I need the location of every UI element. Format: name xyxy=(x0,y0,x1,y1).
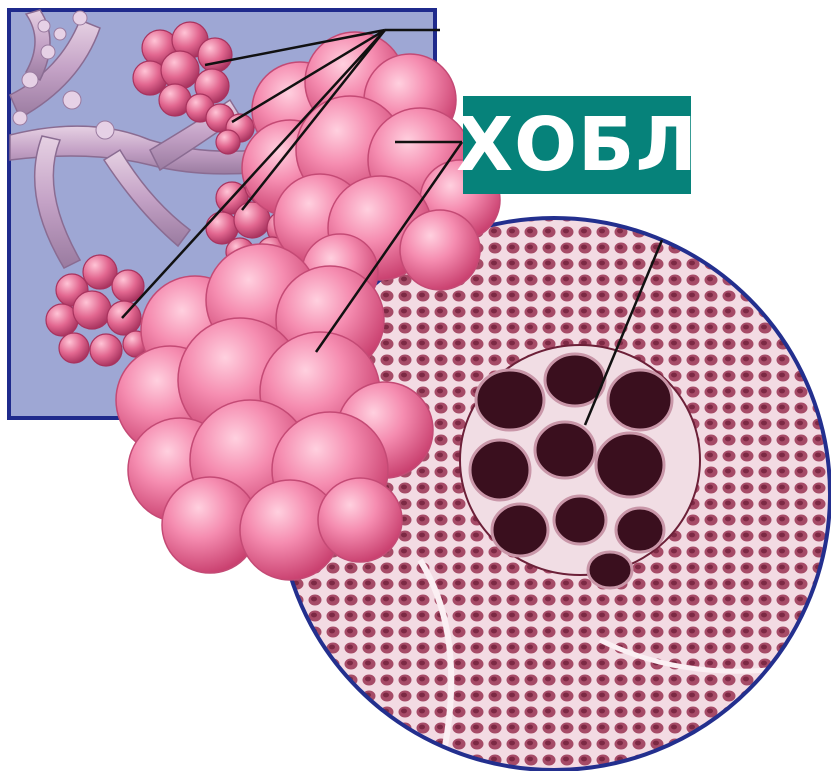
copd-label-text: ХОБЛ xyxy=(456,108,698,182)
copd-label: ХОБЛ xyxy=(463,96,691,194)
